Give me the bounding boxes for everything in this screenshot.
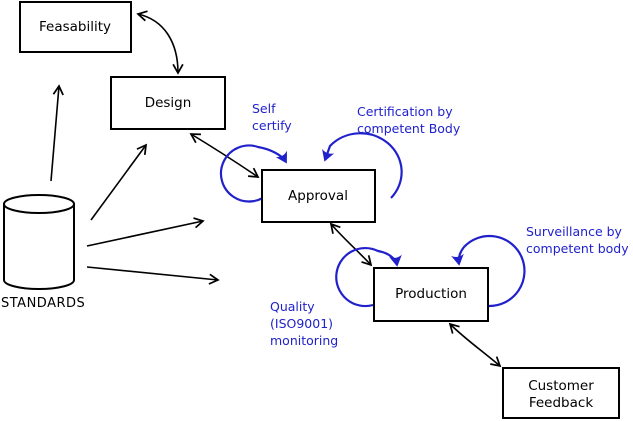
node-approval: Approval xyxy=(261,169,376,223)
node-standards: STANDARDS xyxy=(1,194,85,311)
design-label: Design xyxy=(145,95,192,111)
certification-line2: competent Body xyxy=(357,121,461,136)
quality-line3: monitoring xyxy=(270,333,338,348)
annotation-self-certify: Self certify xyxy=(252,101,292,133)
node-design: Design xyxy=(110,76,226,130)
cylinder-body xyxy=(3,204,75,290)
feasability-label: Feasability xyxy=(39,19,111,35)
certification-line1: Certification by xyxy=(357,104,453,119)
quality-monitoring-loop xyxy=(335,246,402,308)
node-feasability: Feasability xyxy=(19,1,132,53)
node-customer-feedback: Customer Feedback xyxy=(502,367,620,419)
customer-feedback-box xyxy=(502,367,620,419)
self-certify-loop xyxy=(219,144,287,203)
approval-box xyxy=(261,169,376,223)
certification-loop xyxy=(322,132,403,199)
quality-line1: Quality xyxy=(270,299,315,314)
surveillance-line1: Surveillance by xyxy=(526,224,623,239)
production-label: Production xyxy=(395,286,467,302)
design-box xyxy=(110,76,226,130)
surveillance-loop xyxy=(451,234,526,308)
self-certify-line2: certify xyxy=(252,118,292,133)
customer-feedback-label-line2: Feedback xyxy=(529,395,593,411)
edge-standards-approval xyxy=(86,217,205,247)
edge-feasability-design xyxy=(136,10,184,75)
standards-label: STANDARDS xyxy=(1,296,85,311)
edge-standards-feasability xyxy=(50,84,64,182)
self-certify-line1: Self xyxy=(252,101,276,116)
annotation-surveillance: Surveillance by competent body xyxy=(526,224,629,256)
annotation-certification: Certification by competent Body xyxy=(357,104,461,136)
edge-standards-production xyxy=(86,266,220,285)
feasability-box xyxy=(19,1,132,53)
edge-standards-design xyxy=(90,143,148,221)
edge-production-customer-feedback xyxy=(448,322,502,368)
surveillance-line2: competent body xyxy=(526,241,629,256)
edge-approval-production xyxy=(329,222,373,267)
node-production: Production xyxy=(373,267,489,322)
approval-label: Approval xyxy=(288,188,348,204)
production-box xyxy=(373,267,489,322)
annotation-quality-monitoring: Quality (ISO9001) monitoring xyxy=(270,299,338,348)
edge-design-approval xyxy=(189,133,260,178)
quality-line2: (ISO9001) xyxy=(270,316,333,331)
cylinder-top xyxy=(3,194,75,214)
customer-feedback-label-line1: Customer xyxy=(528,378,594,394)
